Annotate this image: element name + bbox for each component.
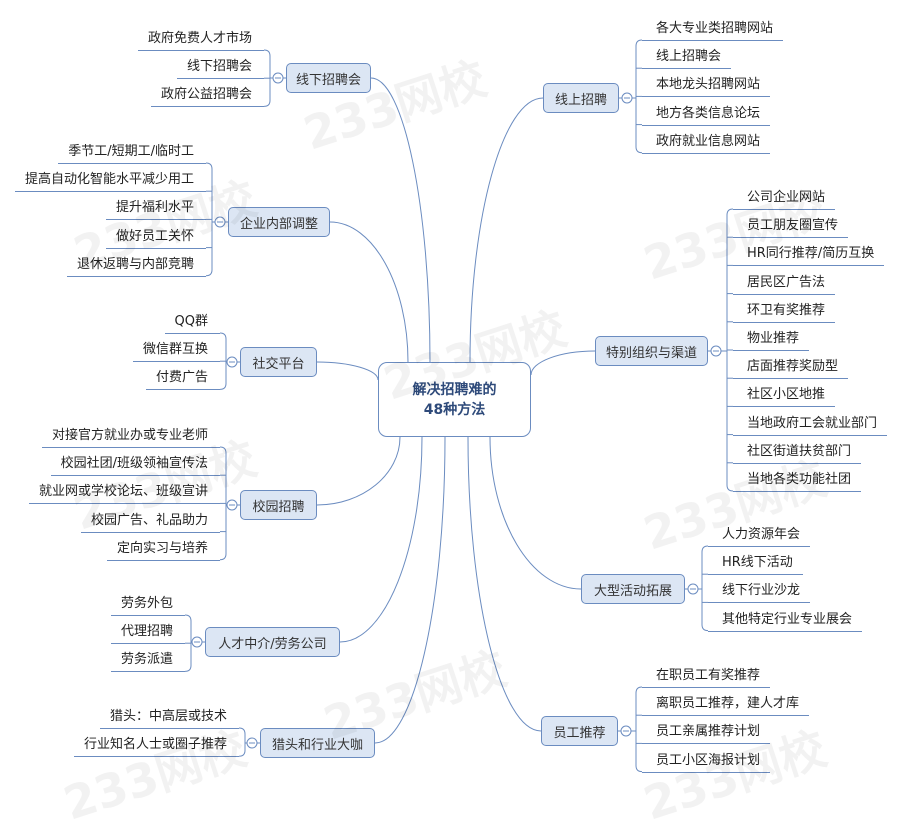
leaf-item[interactable]: 线下行业沙龙 <box>708 581 811 604</box>
leaf-item[interactable]: 当地政府工会就业部门 <box>733 414 888 436</box>
leaf-item[interactable]: 代理招聘 <box>110 622 185 645</box>
branch-connector <box>467 436 542 732</box>
leaf-item[interactable]: HR线下活动 <box>708 553 803 576</box>
leaf-bracket <box>701 545 709 632</box>
leaf-item[interactable]: 就业网或学校论坛、班级宣讲 <box>28 482 220 505</box>
leaf-bracket <box>635 686 643 773</box>
leaf-item[interactable]: 社区小区地推 <box>733 385 836 408</box>
branch-connector <box>530 350 596 376</box>
leaf-item[interactable]: 其他特定行业专业展会 <box>708 610 863 632</box>
leaf-item[interactable]: 付费广告 <box>145 368 220 391</box>
leaf-item[interactable]: 本地龙头招聘网站 <box>642 75 771 98</box>
leaf-item[interactable]: 员工小区海报计划 <box>642 751 771 773</box>
leaf-item[interactable]: 校园广告、礼品助力 <box>80 511 220 533</box>
leaf-bracket <box>238 727 246 757</box>
leaf-item[interactable]: 校园社团/班级领袖宣传法 <box>50 454 220 477</box>
central-topic-line2: 48种方法 <box>423 401 486 418</box>
branch-connector <box>316 436 401 506</box>
leaf-item[interactable]: 做好员工关怀 <box>105 227 206 249</box>
leaf-item[interactable]: 线上招聘会 <box>642 47 732 70</box>
leaf-item[interactable]: QQ群 <box>164 312 220 334</box>
branch-node[interactable]: 线下招聘会 <box>286 63 371 93</box>
leaf-item[interactable]: 在职员工有奖推荐 <box>642 666 771 688</box>
leaf-item[interactable]: 社区街道扶贫部门 <box>733 442 862 464</box>
leaf-item[interactable]: 政府公益招聘会 <box>150 85 264 108</box>
leaf-item[interactable]: 当地各类功能社团 <box>733 470 862 492</box>
branch-node[interactable]: 企业内部调整 <box>228 207 330 237</box>
leaf-item[interactable]: 劳务派遣 <box>110 650 185 673</box>
branch-connector <box>489 436 582 590</box>
branch-connector <box>374 436 446 744</box>
leaf-item[interactable]: 提高自动化智能水平减少用工 <box>14 170 206 193</box>
branch-node[interactable]: 大型活动拓展 <box>581 574 685 604</box>
leaf-item[interactable]: 行业知名人士或圈子推荐 <box>73 735 239 758</box>
branch-node[interactable]: 人才中介/劳务公司 <box>205 627 340 657</box>
leaf-item[interactable]: 劳务外包 <box>110 594 185 616</box>
leaf-item[interactable]: 员工朋友圈宣传 <box>733 216 849 239</box>
branch-connector <box>339 436 423 643</box>
central-topic-line1: 解决招聘难的 <box>412 381 497 398</box>
branch-connector <box>329 221 409 363</box>
leaf-item[interactable]: 线下招聘会 <box>176 57 264 80</box>
central-topic[interactable]: 解决招聘难的 48种方法 <box>378 362 531 437</box>
branch-connector <box>370 77 431 363</box>
leaf-item[interactable]: 定向实习与培养 <box>106 539 220 561</box>
branch-node[interactable]: 社交平台 <box>240 347 317 377</box>
leaf-item[interactable]: 提升福利水平 <box>105 198 206 221</box>
leaf-item[interactable]: 对接官方就业办或专业老师 <box>41 426 220 448</box>
leaf-item[interactable]: HR同行推荐/简历互换 <box>733 244 885 267</box>
branch-node[interactable]: 员工推荐 <box>541 716 618 746</box>
leaf-item[interactable]: 公司企业网站 <box>733 188 836 210</box>
branch-connector <box>469 97 544 363</box>
leaf-item[interactable]: 员工亲属推荐计划 <box>642 722 771 745</box>
branch-node[interactable]: 特别组织与渠道 <box>595 336 708 366</box>
leaf-item[interactable]: 微信群互换 <box>132 340 220 363</box>
leaf-item[interactable]: 地方各类信息论坛 <box>642 104 771 126</box>
leaf-item[interactable]: 离职员工推荐，建人才库 <box>642 694 810 717</box>
leaf-item[interactable]: 店面推荐奖励型 <box>733 357 849 380</box>
leaf-item[interactable]: 物业推荐 <box>733 329 810 351</box>
branch-node[interactable]: 线上招聘 <box>543 83 619 113</box>
branch-node[interactable]: 校园招聘 <box>240 490 317 520</box>
branch-node[interactable]: 猎头和行业大咖 <box>260 728 375 758</box>
leaf-item[interactable]: 猎头：中高层或技术 <box>99 707 239 729</box>
leaf-item[interactable]: 政府免费人才市场 <box>137 29 264 51</box>
leaf-item[interactable]: 季节工/短期工/临时工 <box>58 142 206 164</box>
leaf-item[interactable]: 政府就业信息网站 <box>642 132 771 154</box>
leaf-item[interactable]: 人力资源年会 <box>708 525 811 547</box>
connector-lines <box>184 39 734 773</box>
branch-connector <box>316 361 379 381</box>
leaf-item[interactable]: 居民区广告法 <box>733 273 836 295</box>
leaf-item[interactable]: 退休返聘与内部竞聘 <box>66 255 206 277</box>
leaf-item[interactable]: 环卫有奖推荐 <box>733 301 836 323</box>
leaf-item[interactable]: 各大专业类招聘网站 <box>642 19 784 41</box>
